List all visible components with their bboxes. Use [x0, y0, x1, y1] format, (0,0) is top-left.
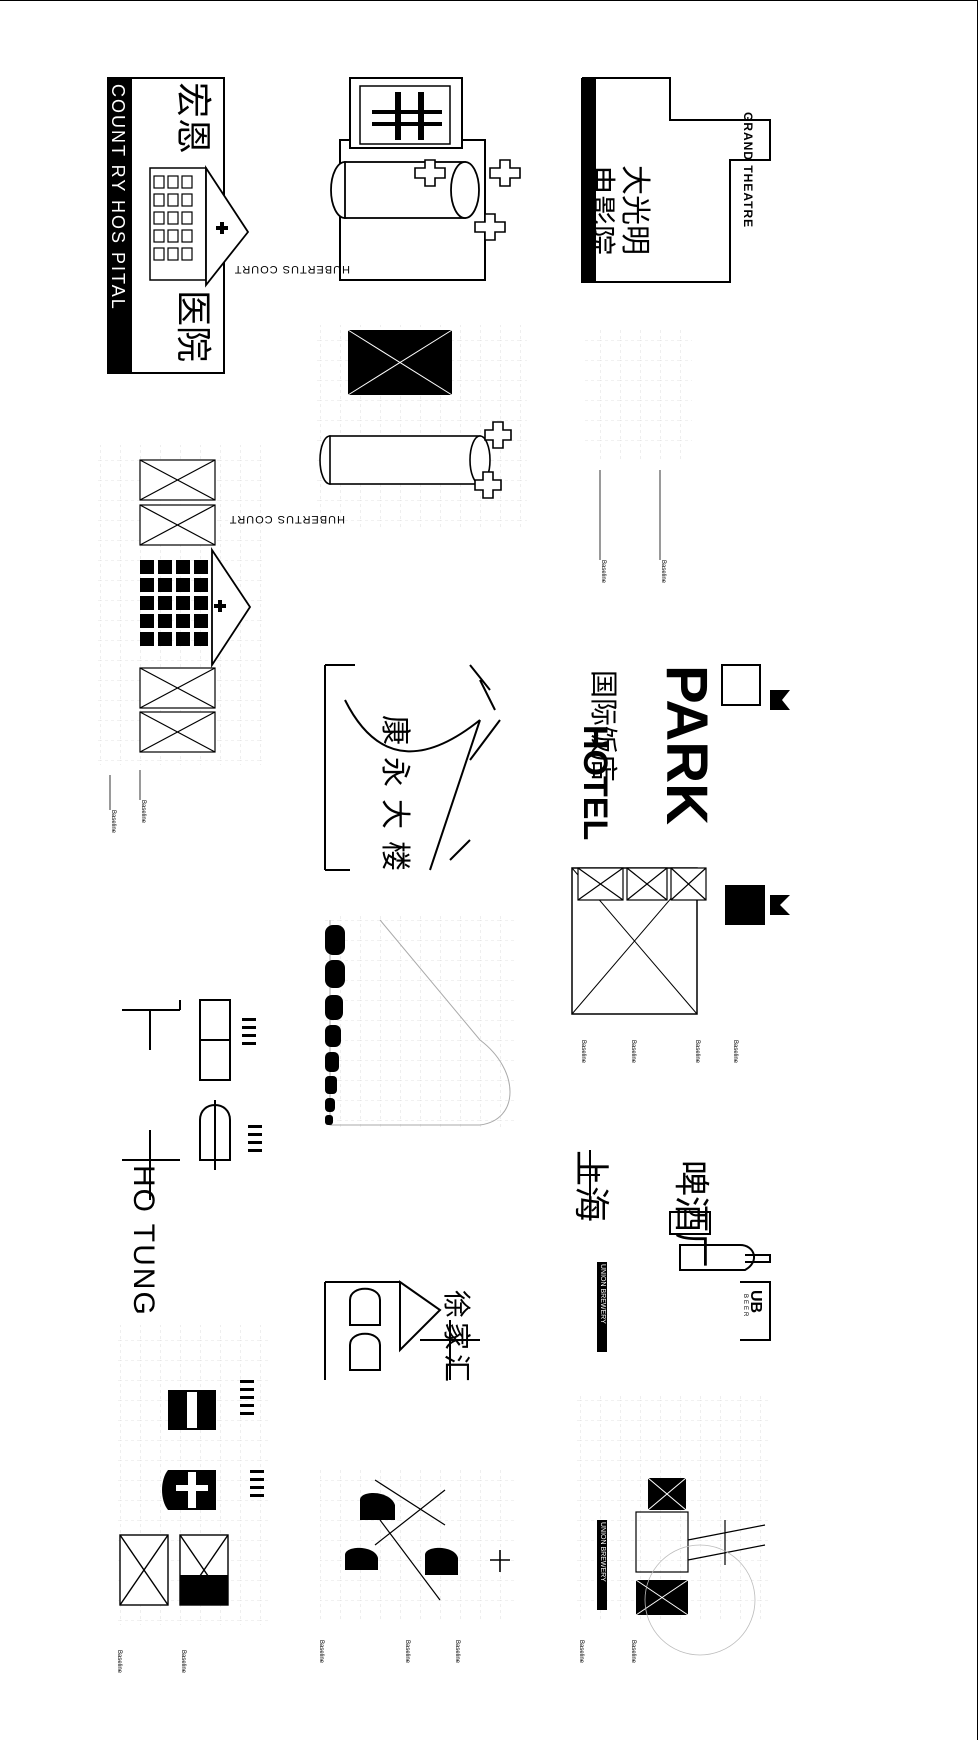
cross-icon [216, 222, 228, 234]
brewery-ub-beer: BEER [742, 1294, 748, 1319]
ho-tung-grid-guide [118, 1325, 268, 1625]
baseline-label: Baseline [116, 1650, 122, 1674]
cross-icon [214, 600, 226, 612]
baseline-label: Baseline [110, 810, 116, 834]
park-hotel-grid-guide [571, 867, 790, 1015]
brewery-label-2: UNION BREWERY [599, 1522, 606, 1582]
baseline-label: Baseline [404, 1640, 410, 1664]
kang-yong-logo [324, 664, 501, 871]
baseline-label: Baseline [580, 1040, 586, 1064]
church-grid-guide [320, 1470, 515, 1620]
hubertus-court-logo [330, 77, 521, 281]
baseline-label: Baseline [732, 1040, 738, 1064]
hospital-name-cn-1: 宏恩 [173, 82, 214, 155]
hubertus-grid-guide [315, 325, 527, 530]
hubertus-label-2: HUBERTUS COURT [228, 513, 345, 525]
park-hotel-logo [721, 664, 790, 710]
union-brewery-badge [597, 1262, 607, 1352]
hubertus-label-1: HUBERTUS COURT [233, 263, 350, 275]
brewery-label-1: UNION BREWERY [599, 1264, 606, 1324]
baseline-label: Baseline [180, 1650, 186, 1674]
kang-yong-grid-guide [325, 915, 515, 1130]
brewery-name-cn-2: 啤酒厂 [671, 1160, 712, 1269]
baseline-label: Baseline [630, 1040, 636, 1064]
grand-theatre-name-cn-2: 电影院 [583, 165, 616, 255]
cross-icon [414, 159, 521, 241]
kang-yong-name-cn: 康永大楼 [378, 715, 411, 883]
church-logo [324, 1280, 480, 1380]
baseline-label: Baseline [694, 1040, 700, 1064]
park-hotel-name-en-1: PARK [654, 665, 719, 826]
country-hospital-logo [107, 77, 250, 374]
baseline-label: Baseline [578, 1640, 584, 1664]
hospital-name-cn-2: 医院 [173, 290, 214, 363]
baseline-label: Baseline [660, 560, 666, 584]
baseline-label: Baseline [318, 1640, 324, 1664]
brewery-grid-guide [575, 1395, 770, 1656]
ho-tung-name-en: HO TUNG [127, 1165, 160, 1317]
brewery-logo [580, 1150, 771, 1341]
brewery-ub-mark: UB [747, 1290, 764, 1314]
park-hotel-name-en-2: HOTEL [576, 725, 614, 841]
hospital-name-en: COUNT RY HOS PITAL [108, 84, 128, 311]
church-name-cn: 徐家汇 [441, 1290, 472, 1387]
grand-theatre-logo [581, 77, 771, 283]
hospital-grid-guide [98, 445, 263, 810]
baseline-label: Baseline [600, 560, 606, 584]
baseline-label: Baseline [630, 1640, 636, 1664]
brewery-name-cn-1: 上海 [571, 1150, 612, 1223]
grand-theatre-grid-guide [582, 330, 692, 560]
ho-tung-name-cn: 何东 [168, 1030, 255, 1150]
hospital-windows [153, 175, 193, 261]
grand-theatre-name-en: GRAND THEATRE [741, 112, 755, 229]
baseline-label: Baseline [454, 1640, 460, 1664]
baseline-label: Baseline [140, 800, 146, 824]
ho-tung-logo [122, 999, 262, 1200]
